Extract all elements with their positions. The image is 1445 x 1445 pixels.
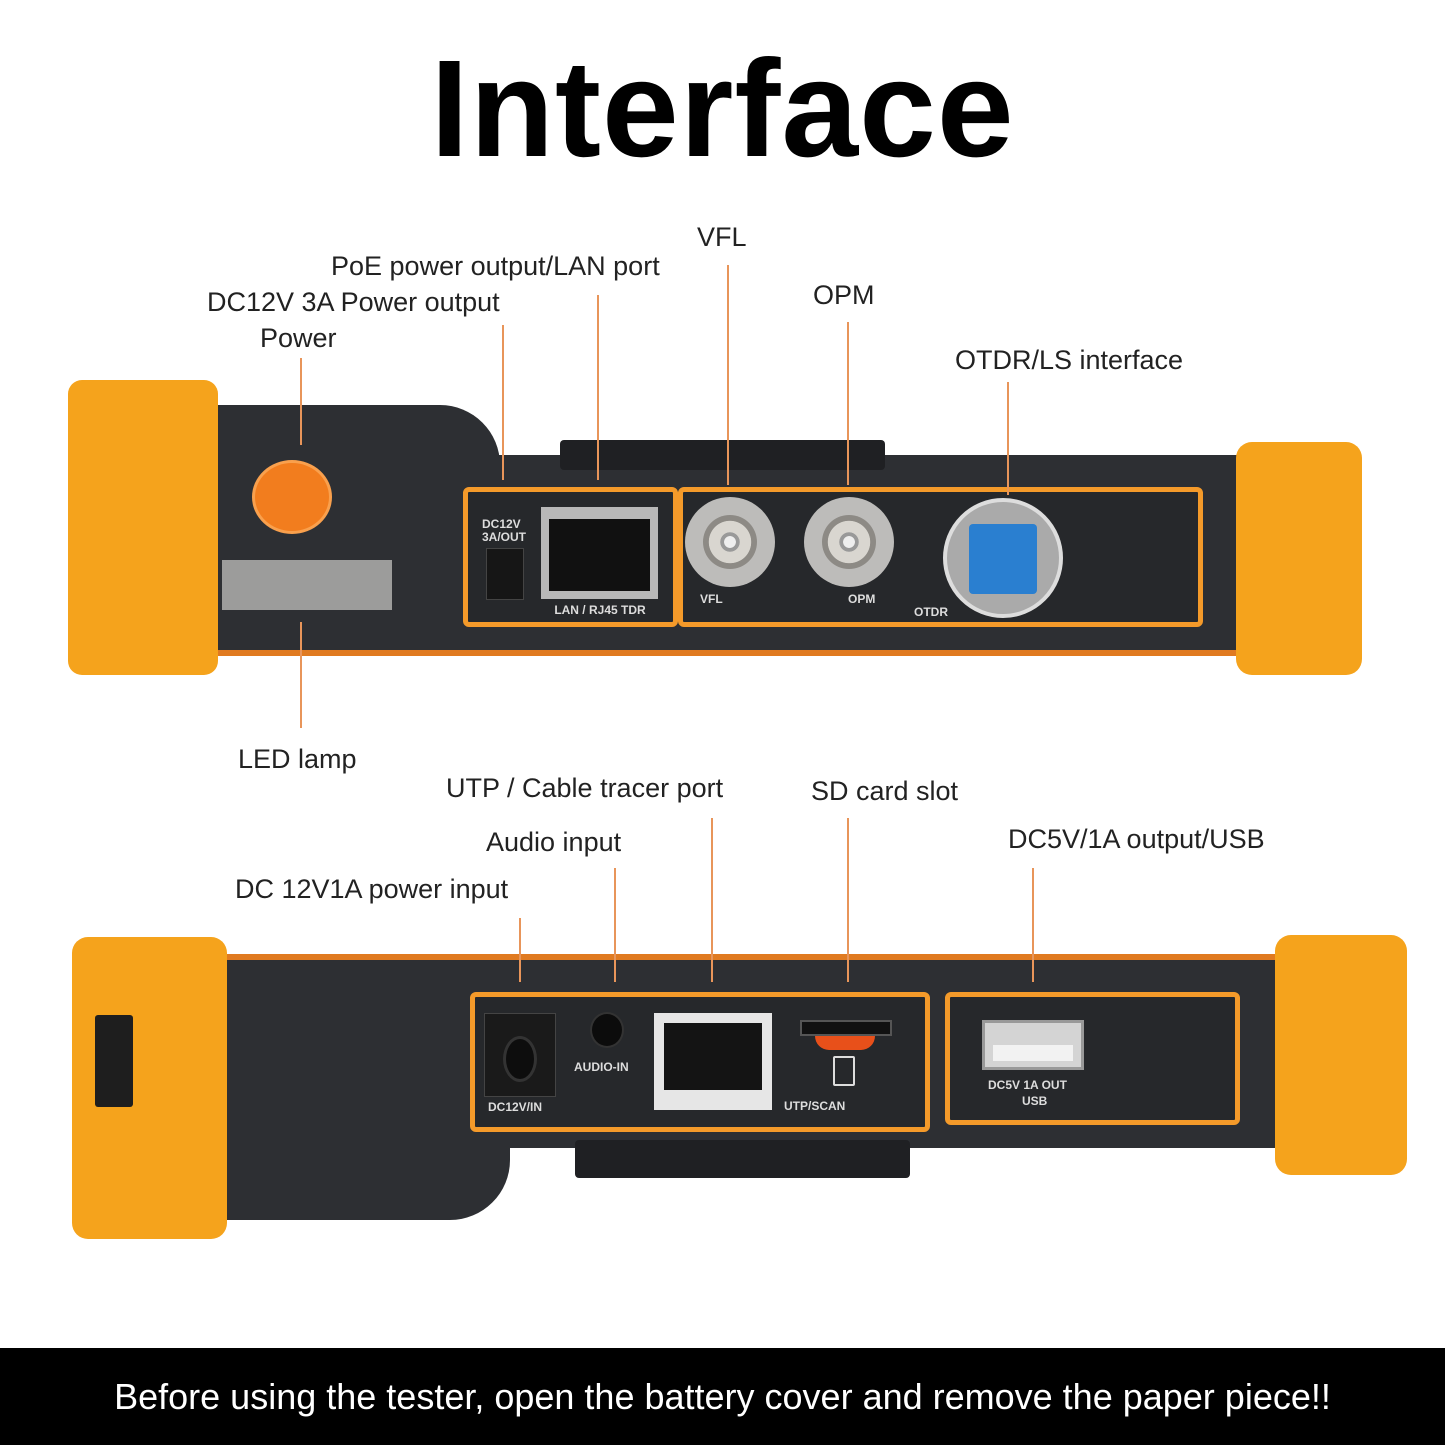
callout-dc-output: DC12V 3A Power output — [207, 287, 500, 317]
label-lan: LAN / RJ45 TDR — [554, 603, 646, 617]
label-utp-scan: UTP/SCAN — [784, 1099, 846, 1113]
opm-port[interactable] — [804, 497, 894, 587]
callout-poe-lan: PoE power output/LAN port — [331, 251, 660, 281]
footer-notice: Before using the tester, open the batter… — [0, 1348, 1445, 1445]
callout-utp: UTP / Cable tracer port — [446, 773, 724, 803]
callout-power: Power — [260, 323, 337, 353]
audio-in-jack[interactable] — [590, 1012, 624, 1048]
label-dc-out: DC12V 3A/OUT — [482, 517, 527, 544]
page-title: Interface — [430, 32, 1015, 186]
lan-port[interactable] — [541, 507, 658, 599]
label-otdr: OTDR — [914, 605, 948, 619]
label-audio-in: AUDIO-IN — [574, 1060, 629, 1074]
callout-vfl: VFL — [697, 222, 747, 252]
sd-card-icon — [833, 1056, 855, 1086]
callout-otdr: OTDR/LS interface — [955, 345, 1184, 375]
label-usb-out: DC5V 1A OUT — [988, 1078, 1067, 1092]
label-vfl: VFL — [700, 592, 723, 606]
callout-sd: SD card slot — [811, 776, 959, 806]
callout-audio: Audio input — [486, 827, 622, 857]
label-opm: OPM — [848, 592, 876, 606]
label-dc-in: DC12V/IN — [488, 1100, 543, 1114]
callout-usb: DC5V/1A output/USB — [1008, 824, 1265, 854]
sd-card-slot[interactable] — [800, 1020, 892, 1036]
power-button[interactable] — [252, 460, 332, 534]
callout-dc-input: DC 12V1A power input — [235, 874, 509, 904]
device-top-view: DC12V 3A/OUT LAN / RJ45 TDR VFL OPM OTDR — [0, 0, 1445, 700]
device-bottom-view: DC12V/IN AUDIO-IN UTP/SCAN DC5V 1A OUT U… — [72, 935, 1407, 1239]
vfl-port[interactable] — [685, 497, 775, 587]
otdr-port[interactable] — [943, 498, 1063, 618]
usb-port[interactable] — [982, 1020, 1084, 1070]
callout-led: LED lamp — [238, 744, 357, 774]
callout-opm: OPM — [813, 280, 875, 310]
dc-output-jack[interactable] — [486, 548, 524, 600]
led-lamp — [222, 560, 392, 610]
dc-input-jack[interactable] — [484, 1013, 556, 1097]
label-usb: USB — [1022, 1094, 1048, 1108]
utp-port[interactable] — [654, 1013, 772, 1110]
